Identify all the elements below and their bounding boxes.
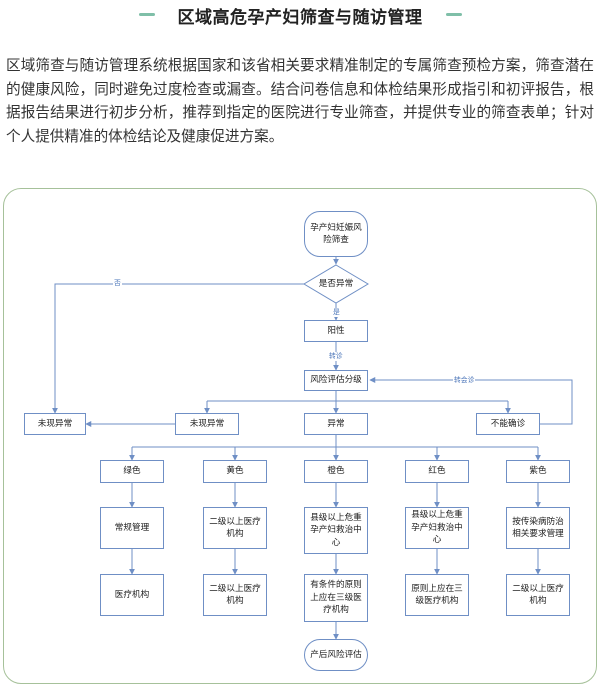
node-decision-label: 是否异常 <box>318 278 354 289</box>
node-positive: 阳性 <box>304 320 368 342</box>
title-left-dash <box>139 13 155 16</box>
edge-label-no: 否 <box>113 279 122 288</box>
arrow-transfer-loop <box>369 377 573 425</box>
node-level-yellow: 黄色 <box>203 460 267 483</box>
node-cannot-confirm: 不能确诊 <box>476 413 540 435</box>
description-paragraph: 区域筛查与随访管理系统根据国家和该省相关要求精准制定的专属筛查预检方案，筛查潜在… <box>6 57 594 145</box>
node-assessment: 风险评估分级 <box>304 370 368 391</box>
node-level-green: 绿色 <box>100 460 164 483</box>
title-right-dash <box>446 13 462 16</box>
node-yellow-step1: 二级以上医疗机构 <box>203 507 267 549</box>
node-purple-step1: 按传染病防治相关要求管理 <box>506 507 570 549</box>
node-level-red: 红色 <box>405 460 469 483</box>
node-purple-step2: 二级以上医疗机构 <box>506 574 570 616</box>
node-orange-step2: 有条件的原则上应在三级医疗机构 <box>304 574 368 622</box>
node-red-step1: 县级以上危重孕产妇救治中心 <box>405 507 469 549</box>
edge-label-transfer: 转会诊 <box>453 376 476 385</box>
edge-label-yes: 是 <box>332 308 341 317</box>
node-green-step2: 医疗机构 <box>100 574 164 616</box>
section-header: 区域高危孕产妇筛查与随访管理 <box>0 0 600 30</box>
node-red-step2: 原则上应在三级医疗机构 <box>405 574 469 616</box>
node-postpartum-assessment: 产后风险评估 <box>304 639 368 671</box>
arrow-decision-no <box>52 283 304 414</box>
node-start: 孕产妇妊娠风险筛查 <box>304 211 368 257</box>
node-yellow-step2: 二级以上医疗机构 <box>203 574 267 616</box>
node-abnormal: 异常 <box>304 413 368 435</box>
page-title: 区域高危孕产妇筛查与随访管理 <box>177 8 423 28</box>
node-level-purple: 紫色 <box>506 460 570 483</box>
node-no-abnormal-left: 未现异常 <box>24 413 86 435</box>
node-green-step1: 常规管理 <box>100 507 164 549</box>
node-level-orange: 橙色 <box>304 460 368 483</box>
edge-label-referral: 转诊 <box>328 352 344 361</box>
node-orange-step1: 县级以上危重孕产妇救治中心 <box>304 507 368 554</box>
node-no-abnormal-mid: 未现异常 <box>175 413 239 435</box>
